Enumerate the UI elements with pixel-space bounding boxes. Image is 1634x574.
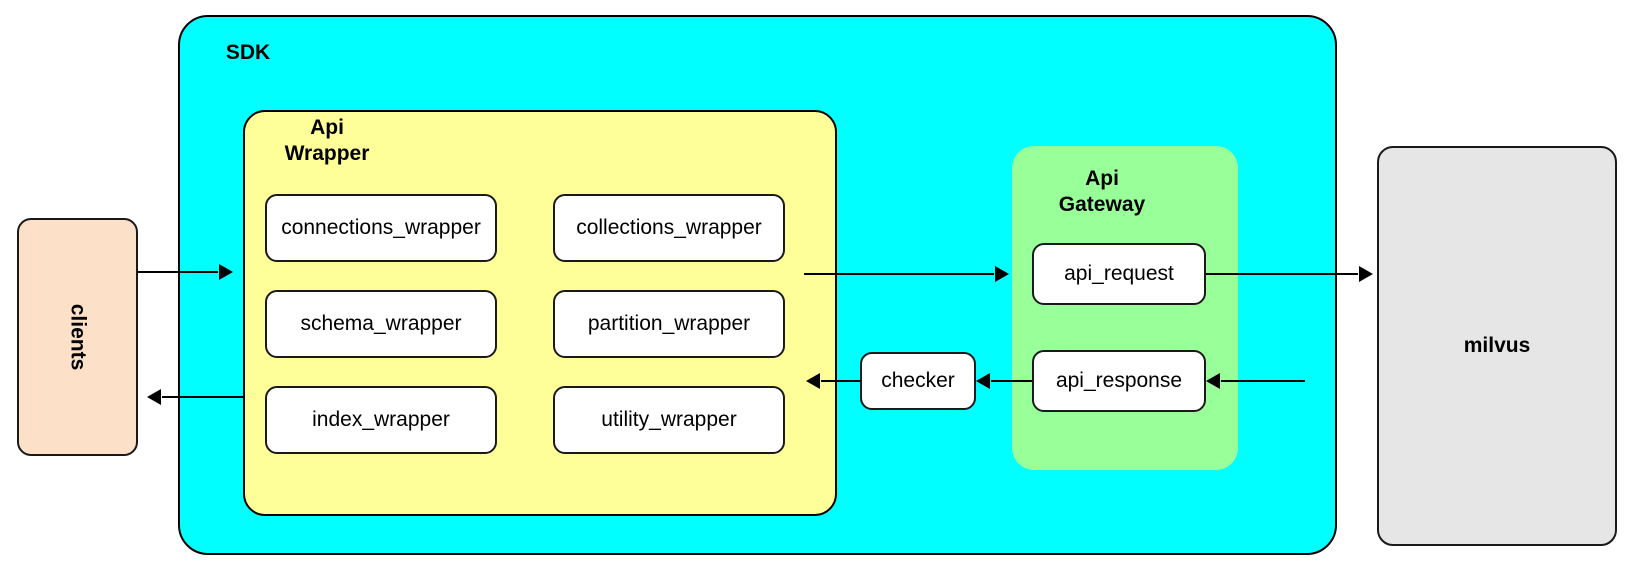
node-checker[interactable]: checker [860,352,976,410]
node-partition-wrapper-label: partition_wrapper [587,312,751,335]
edge-clients-to-wrapper [138,271,218,273]
node-api-response-label: api_response [1055,369,1183,392]
container-api-wrapper-label: Api Wrapper [284,116,370,166]
node-api-request-label: api_request [1064,262,1174,285]
container-api-gateway[interactable] [1012,146,1238,470]
node-api-response[interactable]: api_response [1032,350,1206,412]
edge-wrapper-to-gateway [804,273,994,275]
node-partition-wrapper[interactable]: partition_wrapper [553,290,785,358]
node-milvus[interactable]: milvus [1377,146,1617,546]
node-collections-wrapper-label: collections_wrapper [576,216,762,239]
node-connections-wrapper[interactable]: connections_wrapper [265,194,497,262]
edge-response-to-checker [991,380,1032,382]
node-schema-wrapper[interactable]: schema_wrapper [265,290,497,358]
node-api-request[interactable]: api_request [1032,243,1206,305]
node-index-wrapper[interactable]: index_wrapper [265,386,497,454]
node-utility-wrapper[interactable]: utility_wrapper [553,386,785,454]
node-clients-label: clients [66,303,90,371]
node-schema-wrapper-label: schema_wrapper [300,312,462,335]
node-milvus-label: milvus [1463,334,1531,357]
node-clients[interactable]: clients [17,218,138,456]
node-connections-wrapper-label: connections_wrapper [281,216,481,239]
node-index-wrapper-label: index_wrapper [312,408,450,431]
container-sdk-label: SDK [225,41,271,64]
node-utility-wrapper-label: utility_wrapper [601,408,737,431]
edge-request-to-milvus [1206,273,1358,275]
node-checker-label: checker [881,369,955,392]
container-api-gateway-label: Api Gateway [1058,167,1146,217]
edge-checker-to-wrapper [821,380,860,382]
node-collections-wrapper[interactable]: collections_wrapper [553,194,785,262]
edge-milvus-to-response [1221,380,1305,382]
edge-wrapper-to-clients [162,396,245,398]
